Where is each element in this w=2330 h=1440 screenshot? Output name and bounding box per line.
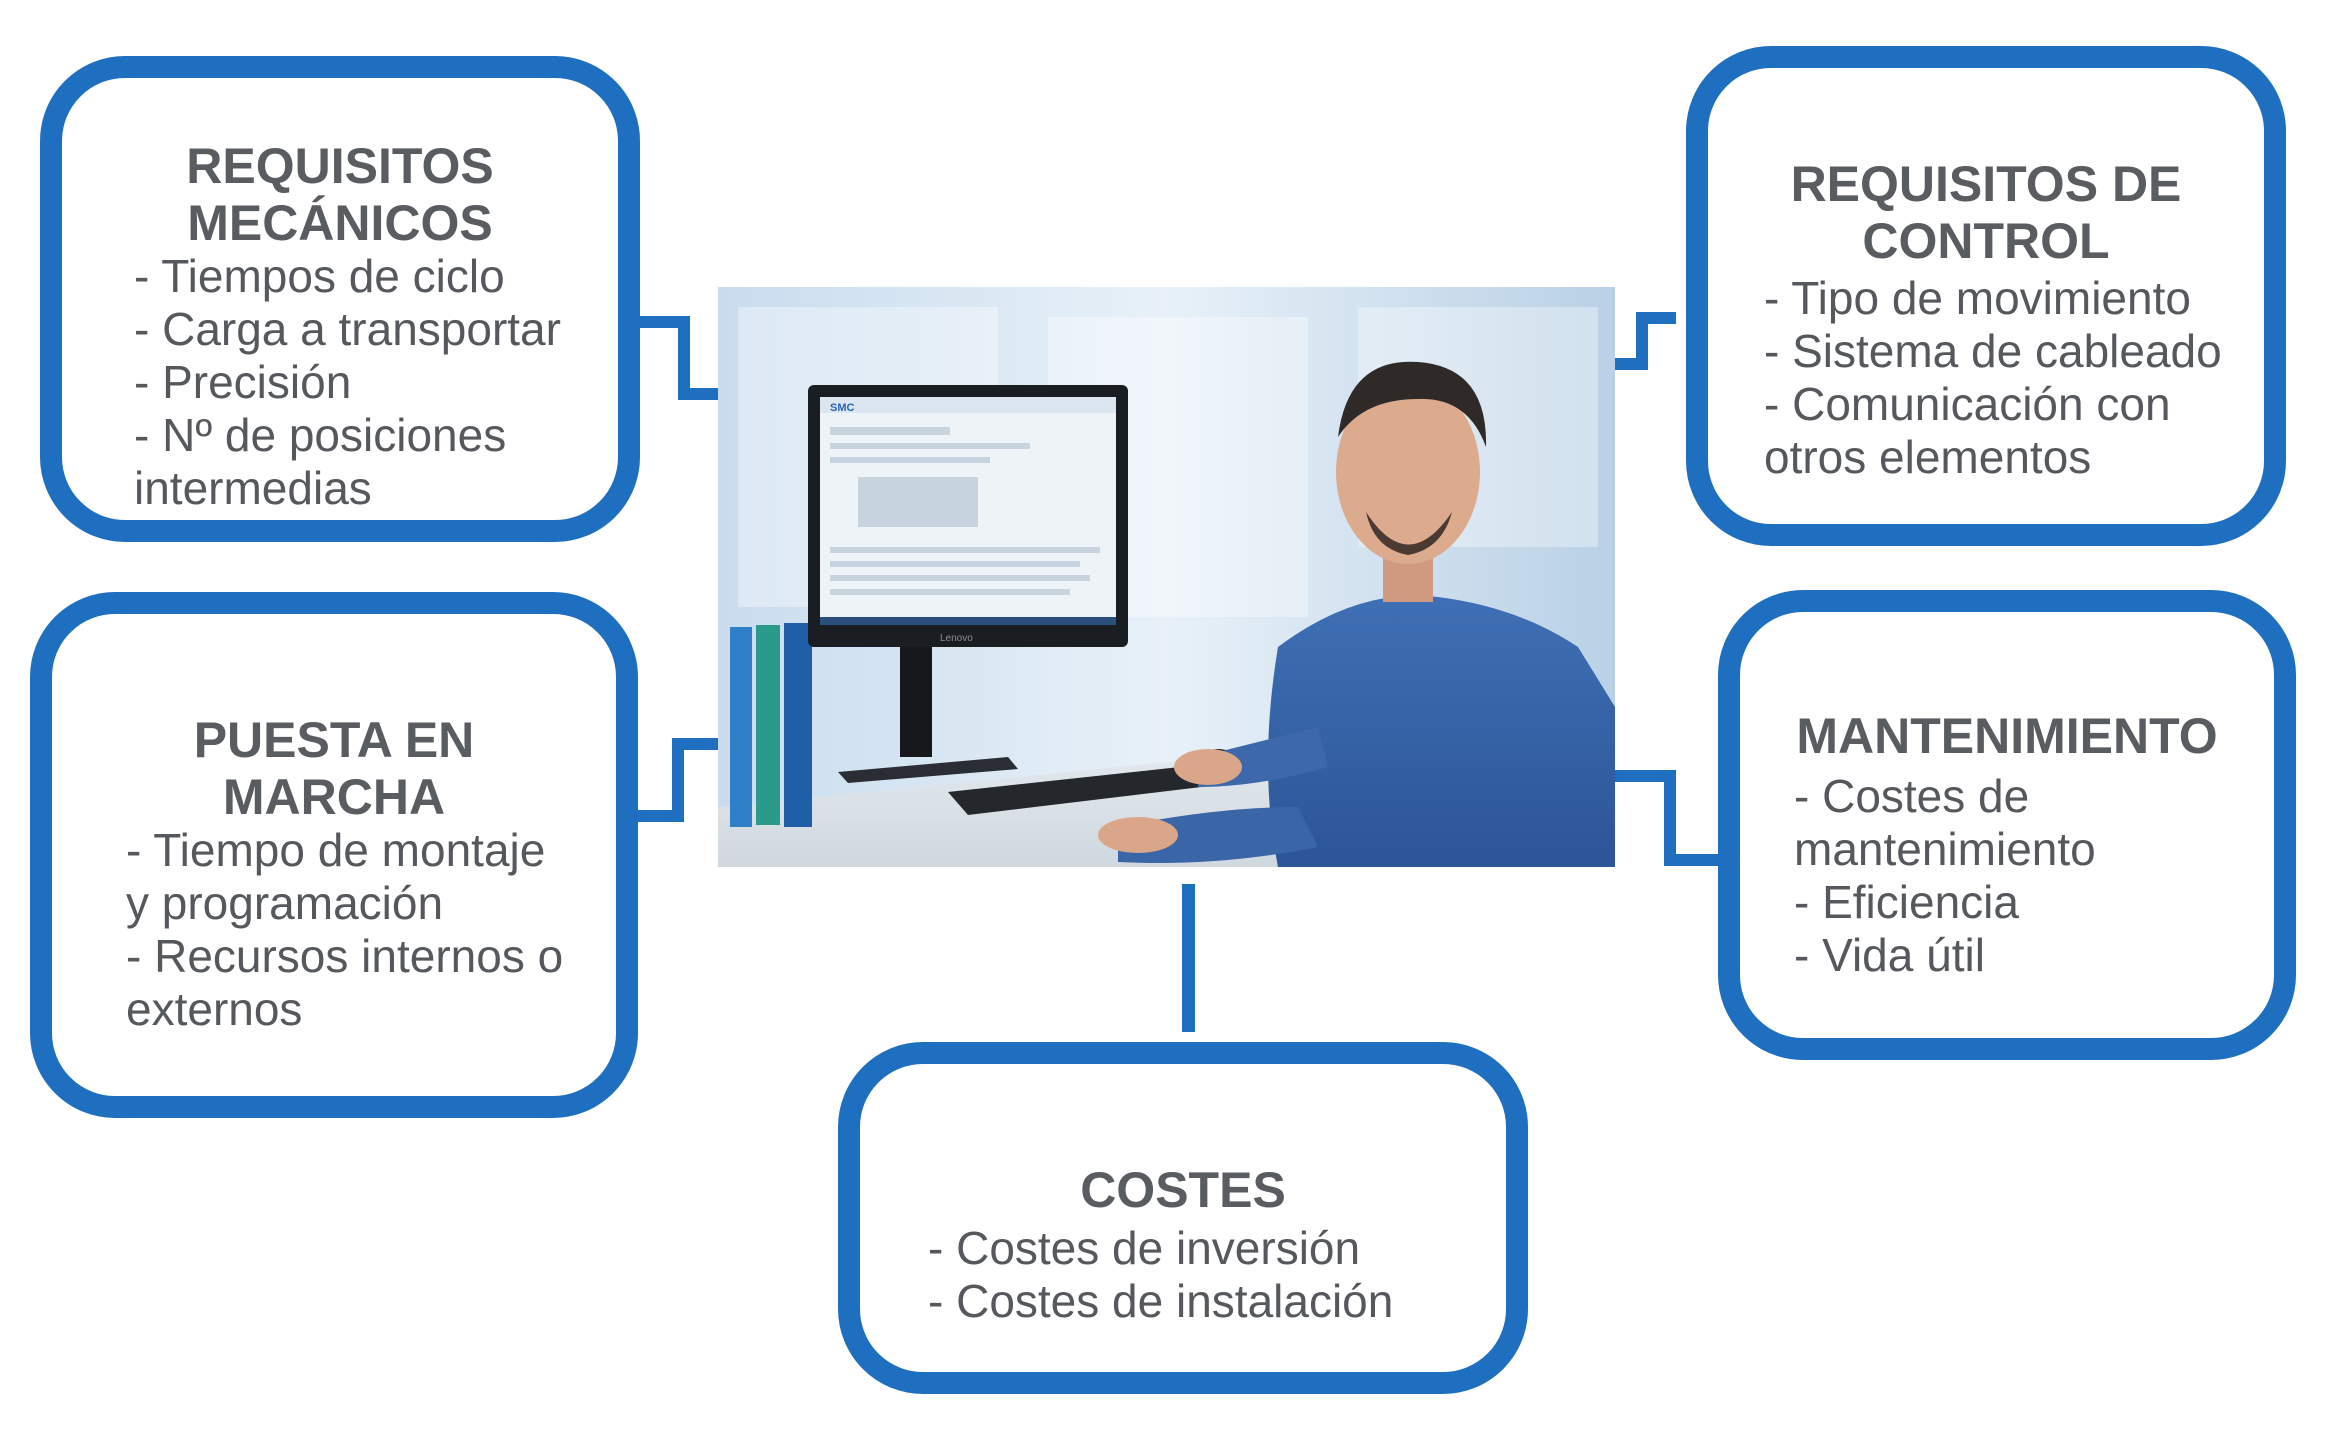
list-item: - Precisión [134,356,352,408]
connector-control-h2 [1636,312,1676,324]
list-item: - Tipo de movimiento [1764,272,2191,324]
item-list: - Tipo de movimiento - Sistema de cablea… [1764,272,2222,484]
box-mantenimiento: MANTENIMIENTO - Costes de mantenimiento … [1718,590,2296,1060]
screen-logo: SMC [830,402,855,414]
list-item: - Eficiencia [1794,876,2019,928]
box-title: MANTENIMIENTO [1796,708,2218,764]
item-list: - Tiempos de ciclo - Carga a transportar… [134,250,561,515]
list-item: - Costes de mantenimiento [1794,770,2096,875]
connector-mecanicos-v [678,316,690,400]
connector-mecanicos-h1 [640,316,690,328]
connector-puesta-h2 [672,738,722,750]
list-item: - Vida útil [1794,929,1985,981]
list-item: - Carga a transportar [134,303,561,355]
list-item: - Recursos internos o externos [126,930,564,1035]
box-title: PUESTA EN MARCHA [193,712,475,825]
list-item: - Tiempo de montaje y programación [126,824,546,929]
connector-puesta-h1 [632,810,684,822]
box-requisitos-control: REQUISITOS DE CONTROL - Tipo de movimien… [1686,46,2286,546]
list-item: - Sistema de cableado [1764,325,2222,377]
item-list: - Costes de inversión - Costes de instal… [928,1222,1393,1328]
item-list: - Tiempo de montaje y programación - Rec… [126,824,563,1036]
photo-illustration: SMC Lenovo [718,287,1615,867]
connector-control-v [1636,312,1648,370]
box-requisitos-mecanicos: REQUISITOS MECÁNICOS - Tiempos de ciclo … [40,56,640,542]
list-item: - Tiempos de ciclo [134,250,505,302]
box-title: REQUISITOS MECÁNICOS [186,138,494,251]
box-puesta-en-marcha: PUESTA EN MARCHA - Tiempo de montaje y p… [30,592,638,1118]
connector-mecanicos-h2 [678,388,722,400]
monitor-brand: Lenovo [940,633,973,644]
box-costes: COSTES - Costes de inversión - Costes de… [838,1042,1528,1394]
list-item: - Costes de instalación [928,1275,1394,1327]
connector-mant-h2 [1664,854,1728,866]
connector-mant-h1 [1612,770,1676,782]
connector-puesta-v [672,738,684,822]
item-list: - Costes de mantenimiento - Eficiencia -… [1794,770,2096,982]
connector-mant-v [1664,770,1676,866]
list-item: - Comunicación con otros elementos [1764,378,2171,483]
list-item: - Costes de inversión [928,1222,1361,1274]
box-title: REQUISITOS DE CONTROL [1790,156,2182,269]
box-title: COSTES [1080,1162,1286,1218]
connector-costes-v [1182,884,1195,1032]
list-item: - Nº de posiciones intermedias [134,409,507,514]
photo-engineer-at-computer: SMC Lenovo [718,287,1615,867]
